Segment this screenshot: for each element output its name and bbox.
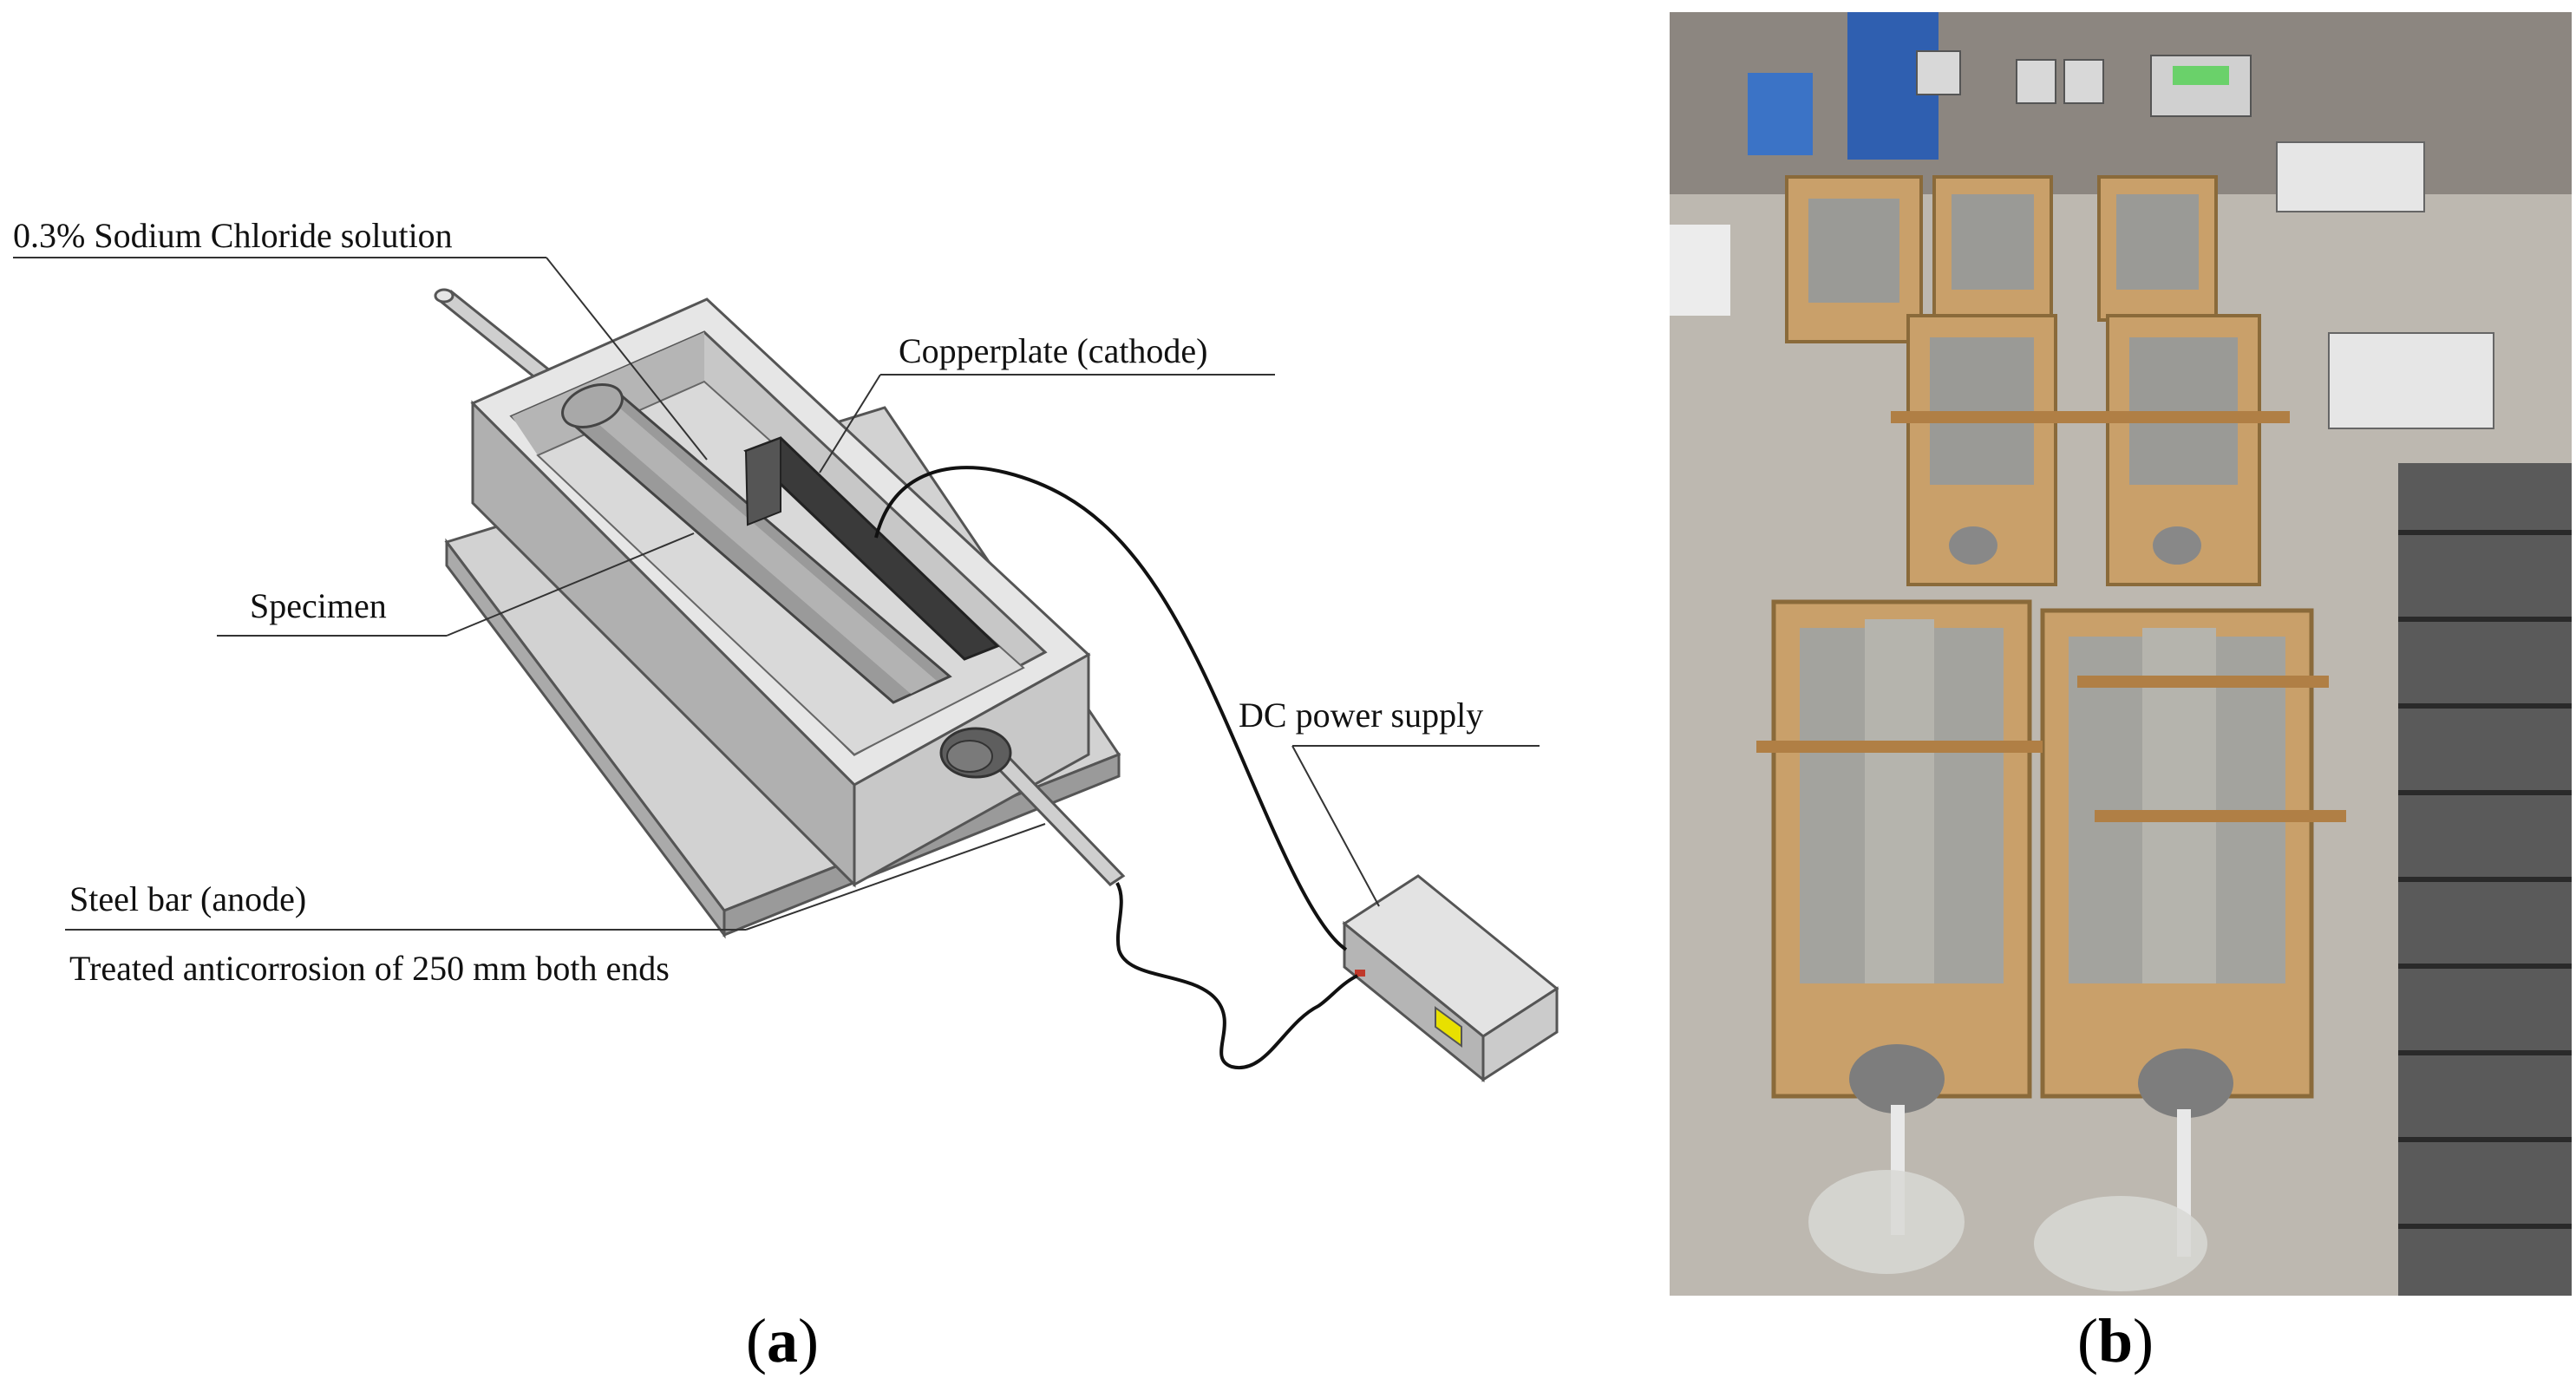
meter-2 (2016, 59, 2056, 104)
box-row-front (1756, 599, 2346, 1257)
leader-specimen (446, 532, 695, 637)
copperplate-face (744, 436, 781, 526)
power-supply-front (1481, 986, 1559, 1082)
plastic-bag-2 (2034, 1196, 2207, 1291)
caption-a: (a) (746, 1306, 819, 1375)
leader-solution (546, 257, 708, 461)
label-power: DC power supply (1239, 696, 1483, 735)
label-cathode: Copperplate (cathode) (899, 331, 1208, 370)
meter-3 (2063, 59, 2104, 104)
blue-bucket (1748, 73, 1813, 155)
meter-1 (1916, 50, 1961, 95)
data-logger (2150, 55, 2252, 117)
caption-b: (b) (2077, 1306, 2154, 1375)
plastic-bag-1 (1808, 1170, 1965, 1274)
rubber-cap-face (946, 740, 993, 773)
front-cap-left (1849, 1044, 1945, 1114)
schematic-diagram: 0.3% Sodium Chloride solution Copperplat… (13, 216, 1559, 1083)
cathode-wire (874, 466, 1348, 951)
leader-anode (745, 823, 1046, 931)
anode-wire (1115, 882, 1358, 1070)
specimen-end (561, 383, 624, 428)
leader-cathode (819, 374, 881, 474)
white-bucket (1670, 225, 1730, 316)
power-supply-unit-2 (2328, 332, 2494, 429)
label-specimen: Specimen (250, 586, 387, 625)
leader-power (1291, 745, 1380, 907)
box-row-middle (1891, 314, 2290, 586)
steel-bar-rear-end (434, 288, 454, 304)
data-logger-screen (2173, 66, 2229, 85)
label-anode: Steel bar (anode) (69, 879, 306, 918)
power-indicator (1435, 1006, 1462, 1048)
lab-photo (1670, 12, 2572, 1296)
box-row-back (1785, 175, 2218, 343)
specimen-highlight (579, 397, 937, 694)
label-treatment: Treated anticorrosion of 250 mm both end… (69, 949, 670, 988)
power-terminal (1355, 970, 1365, 977)
power-supply-unit-1 (2276, 141, 2425, 212)
front-cap-right (2138, 1048, 2233, 1118)
label-solution: 0.3% Sodium Chloride solution (13, 216, 453, 255)
